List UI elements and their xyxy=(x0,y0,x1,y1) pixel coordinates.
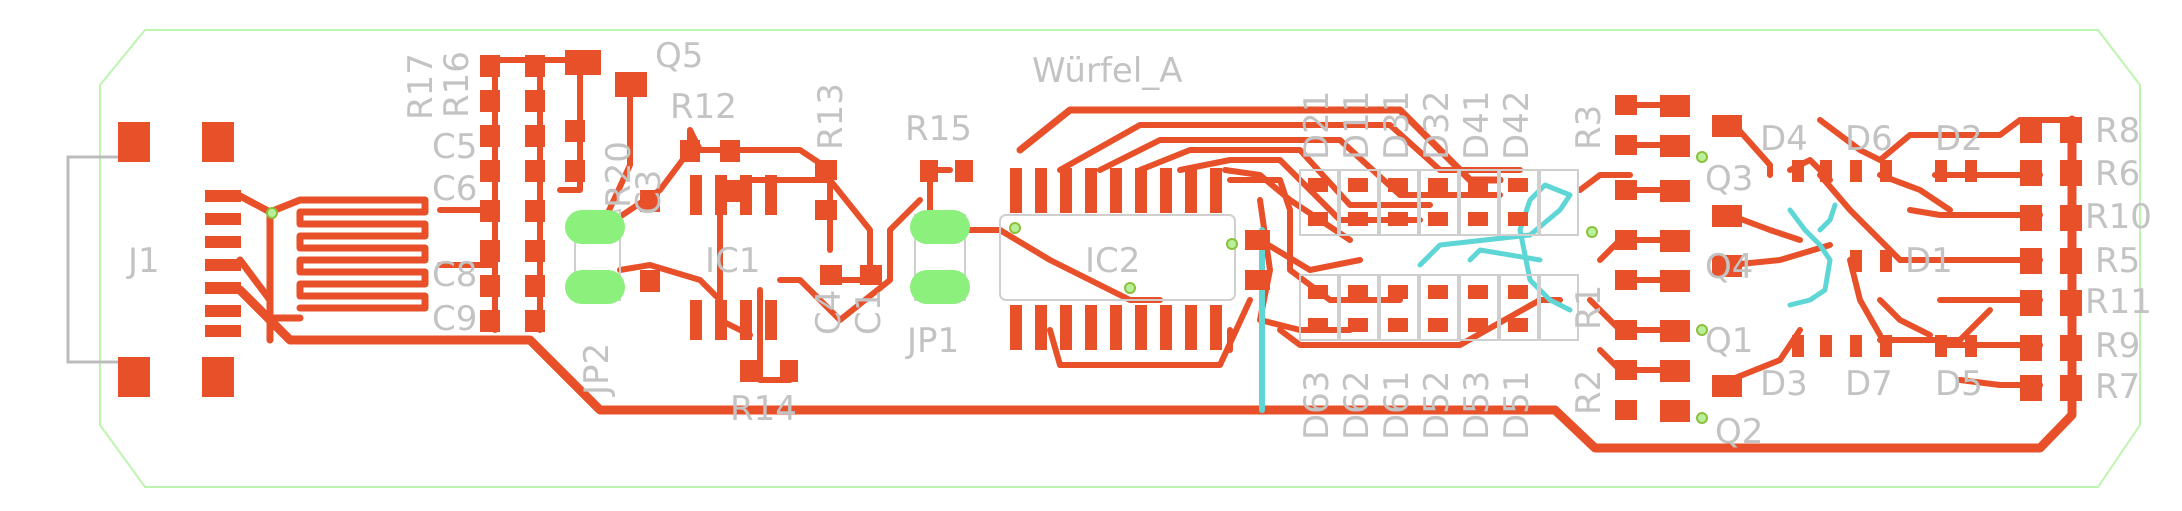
label-r20: R20 xyxy=(599,141,639,208)
label-d2: D2 xyxy=(1935,119,1983,159)
dice-leds xyxy=(1792,160,1977,357)
j1-connector xyxy=(66,122,241,397)
label-d7: D7 xyxy=(1845,364,1893,404)
label-d62: D62 xyxy=(1337,371,1377,440)
serpentine-trace xyxy=(236,192,429,322)
label-c1: C1 xyxy=(849,290,889,335)
resistor-column-right xyxy=(2020,117,2082,401)
label-jp1: JP1 xyxy=(905,321,959,361)
label-r9: R9 xyxy=(2095,326,2140,366)
label-d4: D4 xyxy=(1760,119,1808,159)
label-r3: R3 xyxy=(1569,105,1609,150)
label-d1: D1 xyxy=(1905,241,1953,281)
label-q3: Q3 xyxy=(1705,159,1753,199)
label-c5: C5 xyxy=(432,127,477,167)
label-d53: D53 xyxy=(1457,371,1497,440)
jp1-jumper xyxy=(910,210,970,304)
label-r1: R1 xyxy=(1569,285,1609,330)
label-r2: R2 xyxy=(1569,370,1609,415)
label-q2: Q2 xyxy=(1715,412,1763,452)
label-r6: R6 xyxy=(2095,154,2140,194)
ic2-chip xyxy=(999,168,1270,350)
label-d63: D63 xyxy=(1297,371,1337,440)
ic1-chip xyxy=(690,175,777,340)
label-q1: Q1 xyxy=(1705,321,1753,361)
driver-section xyxy=(1615,95,1742,422)
label-r5: R5 xyxy=(2095,241,2140,281)
led-matrix xyxy=(1299,169,1579,341)
label-r13: R13 xyxy=(811,83,851,150)
label-d11: D11 xyxy=(1337,91,1377,160)
label-c8: C8 xyxy=(432,255,477,295)
passive-column-left xyxy=(480,50,973,382)
label-ic1: IC1 xyxy=(705,241,760,281)
label-d6: D6 xyxy=(1845,119,1893,159)
label-r15: R15 xyxy=(905,109,972,149)
label-d21: D21 xyxy=(1297,91,1337,160)
label-ic2: IC2 xyxy=(1085,241,1140,281)
vias xyxy=(266,151,1708,424)
label-d31: D31 xyxy=(1377,91,1417,160)
label-d5: D5 xyxy=(1935,364,1983,404)
label-d51: D51 xyxy=(1497,371,1537,440)
jp2-jumper xyxy=(565,208,625,304)
label-c3: C3 xyxy=(629,170,669,215)
label-r7: R7 xyxy=(2095,367,2140,407)
label-r17: R17 xyxy=(401,53,441,120)
label-r16: R16 xyxy=(437,51,477,118)
label-r10: R10 xyxy=(2085,197,2152,237)
label-c9: C9 xyxy=(432,299,477,339)
label-d61: D61 xyxy=(1377,371,1417,440)
label-c4: C4 xyxy=(809,290,849,335)
label-c6: C6 xyxy=(432,169,477,209)
label-r11: R11 xyxy=(2085,282,2152,322)
label-d41: D41 xyxy=(1457,91,1497,160)
bottom-copper-traces xyxy=(1259,182,1838,413)
board-outline xyxy=(99,29,2141,488)
label-r14: R14 xyxy=(730,389,797,429)
label-r12: R12 xyxy=(670,87,737,127)
label-d32: D32 xyxy=(1417,91,1457,160)
label-d42: D42 xyxy=(1497,91,1537,160)
board-title: Würfel_A xyxy=(1032,51,1183,91)
label-j1: J1 xyxy=(126,241,160,281)
label-r8: R8 xyxy=(2095,111,2140,151)
label-d3: D3 xyxy=(1760,364,1808,404)
label-q4: Q4 xyxy=(1705,247,1753,287)
label-q5: Q5 xyxy=(655,36,703,76)
label-d52: D52 xyxy=(1417,371,1457,440)
label-jp2: JP2 xyxy=(577,343,617,397)
